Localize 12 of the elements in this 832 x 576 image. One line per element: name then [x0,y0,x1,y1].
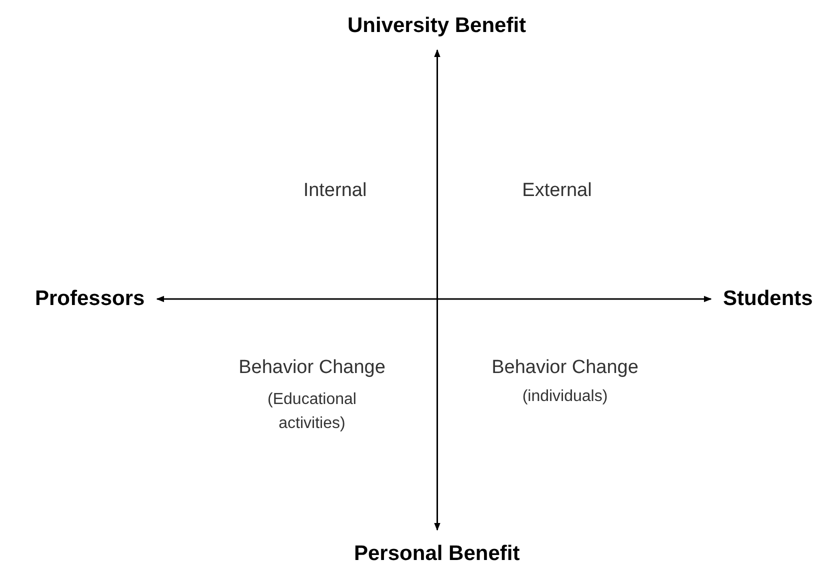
quadrant-label: Internal [302,180,368,202]
double-arrow [434,49,440,531]
quadrant-label: (individuals) [521,387,609,407]
quadrant-label: Behavior Change [490,357,640,379]
axis-label: Students [723,287,813,311]
axis-label: Personal Benefit [354,542,520,566]
axis-label: University Benefit [348,14,526,38]
quadrant-label: External [521,180,593,202]
quadrant-label: Behavior Change [238,357,386,379]
axis-label: Professors [35,287,145,311]
quadrant-label: (Educational activities) [266,390,358,434]
double-arrow [156,296,712,302]
